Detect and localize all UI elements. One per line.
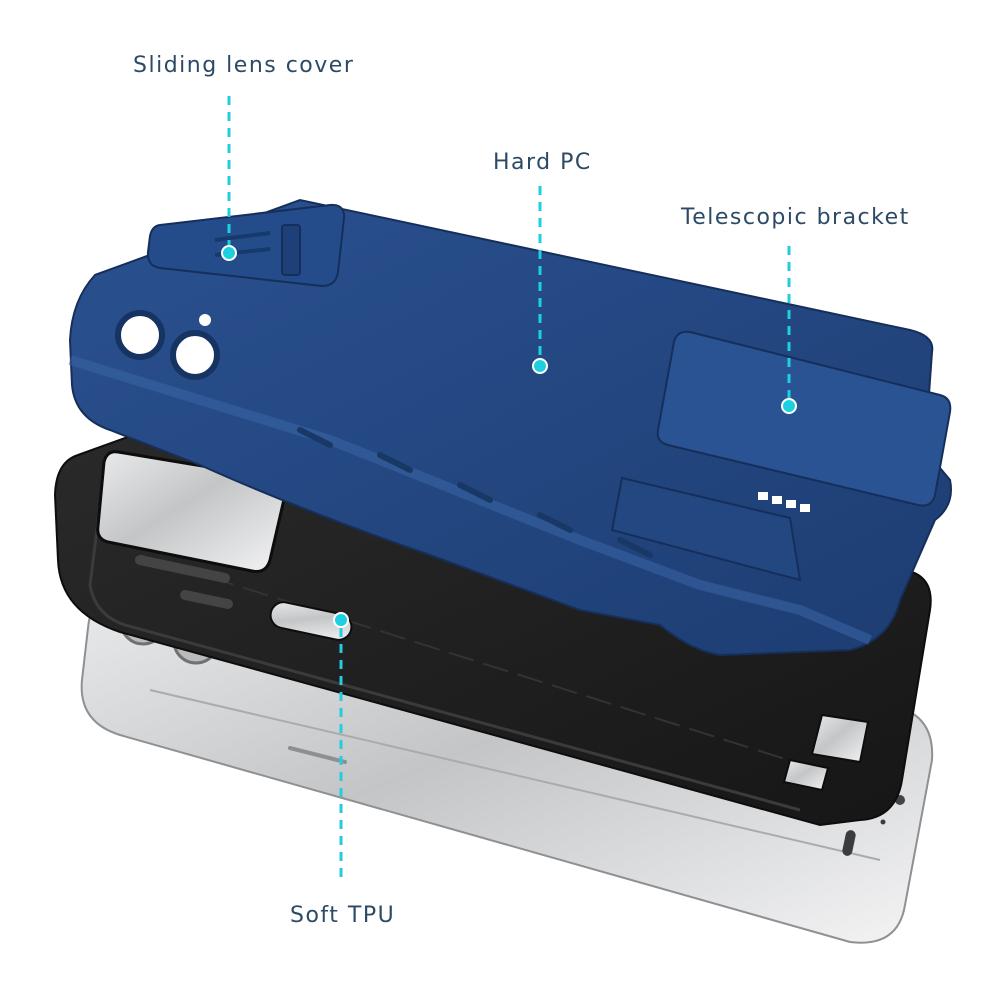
tpu-button-cover	[135, 555, 233, 609]
label-telescopic-bracket: Telescopic bracket	[681, 205, 910, 230]
sliding-lens-cover-part	[146, 203, 346, 288]
telescopic-bracket-part	[610, 330, 952, 582]
hard-pc-shell	[68, 198, 952, 657]
phone-bottom-port	[842, 795, 905, 856]
callout-line-hard-pc	[532, 186, 548, 374]
callout-line-telescopic-bracket	[781, 246, 797, 414]
hard-pc-camera-hole	[115, 310, 220, 380]
tpu-side-opening	[269, 601, 353, 641]
label-soft-tpu: Soft TPU	[290, 903, 396, 928]
callout-line-soft-tpu	[333, 612, 349, 880]
label-hard-pc: Hard PC	[493, 150, 592, 175]
bracket-hinge	[758, 492, 810, 512]
label-sliding-lens-cover: Sliding lens cover	[133, 53, 355, 78]
callout-line-sliding-lens-cover	[221, 96, 237, 261]
tpu-bottom-port-cutout	[782, 713, 870, 792]
